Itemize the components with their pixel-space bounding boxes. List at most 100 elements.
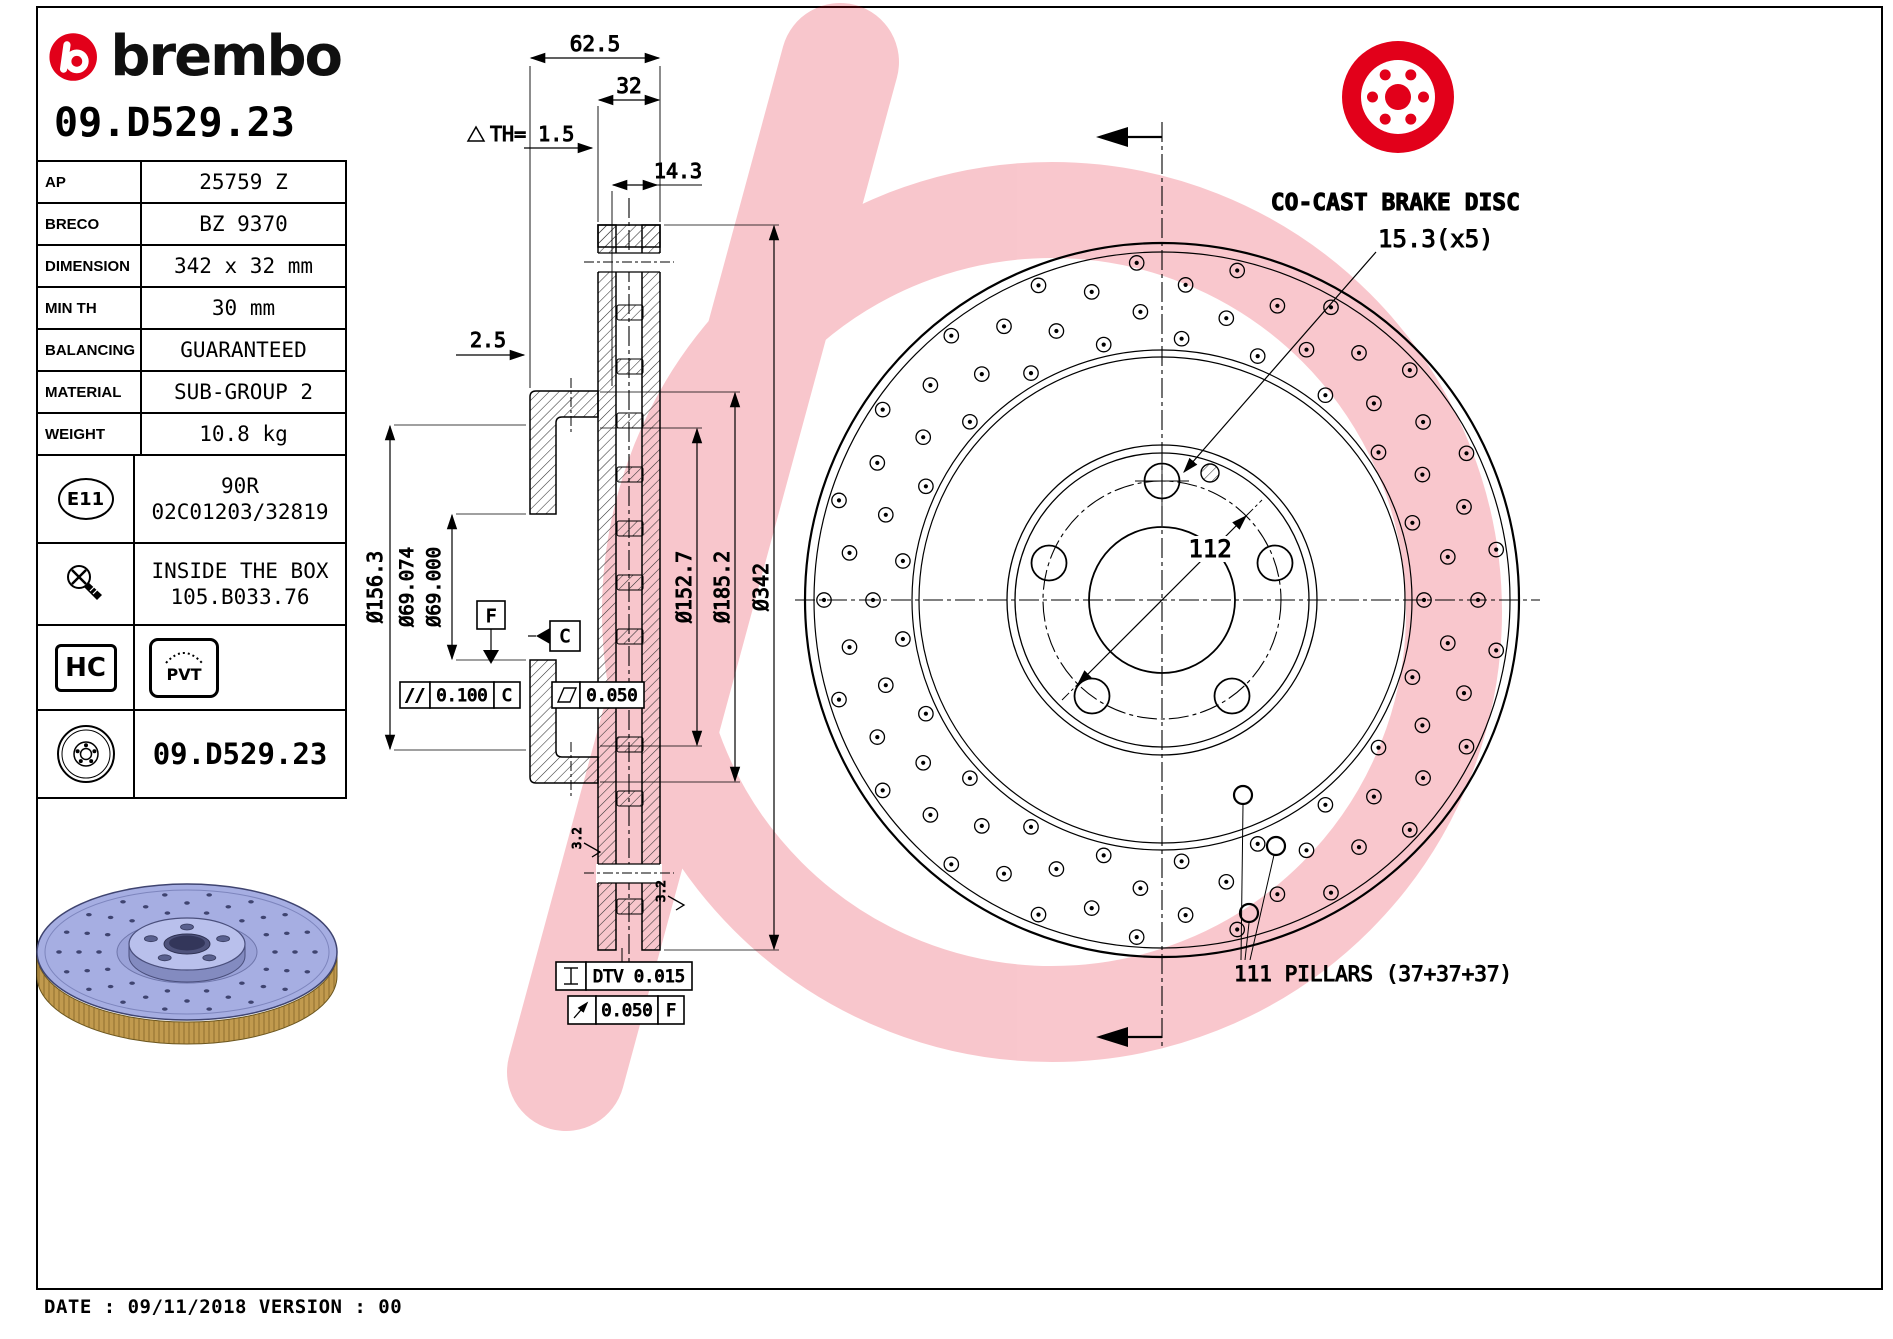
drill-hole-center <box>1134 260 1139 265</box>
drill-hole <box>831 492 847 509</box>
spec-label: MIN TH <box>38 288 142 328</box>
spec-value: 10.8 kg <box>199 422 288 446</box>
disc-drill-dot <box>84 969 90 973</box>
surface-finish-mark: 3.2 <box>570 827 602 858</box>
dim-disc-width: 32 <box>616 74 641 98</box>
drill-hole <box>874 401 891 418</box>
drill-hole-center <box>1028 371 1034 376</box>
drill-hole-center <box>1304 347 1309 352</box>
disc-drill-dot <box>86 913 92 917</box>
dim-dia-bore-min: Ø69.000 <box>423 547 445 627</box>
drill-hole-center <box>1275 303 1280 308</box>
dim-dia-outer: Ø342 <box>749 563 773 611</box>
disc-drill-dot <box>104 967 111 971</box>
drill-hole-center <box>1371 401 1376 406</box>
footer-date: DATE : 09/11/2018 VERSION : 00 <box>44 1296 403 1318</box>
svg-text:3.2: 3.2 <box>654 880 668 902</box>
drill-hole-center <box>967 776 973 781</box>
pvt-dotted-arc-icon <box>165 652 203 664</box>
colored-disc-illustration <box>36 883 338 1045</box>
datum-triangle-f <box>483 650 499 664</box>
drill-hole-center <box>1407 827 1412 833</box>
drill-hole <box>1458 738 1475 755</box>
drill-hole <box>1439 549 1456 565</box>
spec-label: WEIGHT <box>38 414 142 454</box>
disc-drill-dots <box>56 893 318 1011</box>
disc-drill-dot <box>56 950 62 954</box>
drill-hole-center <box>1134 935 1139 940</box>
drill-hole <box>1317 796 1334 813</box>
drill-hole <box>943 327 960 344</box>
drill-hole <box>1249 836 1266 852</box>
bolt-hole <box>1030 544 1068 582</box>
datum-f-label: F <box>486 606 497 627</box>
disc-drill-dot <box>284 931 290 935</box>
drill-hole-center <box>1179 336 1184 341</box>
spec-value: 342 x 32 mm <box>173 254 314 278</box>
drill-hole <box>1030 277 1047 294</box>
drill-hole-center <box>847 645 852 650</box>
drill-hole-center <box>1304 848 1309 853</box>
drill-hole <box>915 429 932 446</box>
drill-hole <box>841 639 858 655</box>
spec-label: DIMENSION <box>38 246 142 286</box>
disc-drill-dot <box>282 913 288 917</box>
alignment-pin-hole <box>1200 463 1220 483</box>
dim-dia-bore-max: Ø69.074 <box>396 547 418 627</box>
disc-drill-dot <box>206 893 212 897</box>
drill-hole <box>865 592 881 608</box>
drill-hole <box>1366 395 1382 412</box>
disc-drill-dot <box>272 950 278 954</box>
drill-hole-center <box>949 333 954 338</box>
drill-hole-center <box>1036 912 1041 917</box>
drill-hole <box>877 677 894 694</box>
drill-hole-center <box>1445 554 1450 560</box>
dim-pcd: 112 <box>1188 535 1231 563</box>
disc-drill-dot <box>142 995 149 999</box>
drill-hole-center <box>1323 802 1328 807</box>
drill-hole <box>1416 592 1432 608</box>
pvt-badge: PVT <box>149 637 219 698</box>
disc-drill-dot <box>260 984 267 989</box>
drill-hole <box>1401 362 1418 378</box>
drill-hole-center <box>1138 309 1143 314</box>
drill-hole <box>1229 921 1246 938</box>
drill-hole <box>1456 499 1472 515</box>
drill-hole <box>895 553 911 569</box>
disc-bolt-hole <box>202 954 217 962</box>
drill-hole <box>996 865 1012 882</box>
cross-section-view: 62.5 32 TH= 1.5 14.3 2.5 Ø156.3 <box>363 32 780 1025</box>
drill-hole <box>895 631 911 647</box>
pillars-note: 111 PILLARS (37+37+37) <box>1234 962 1512 986</box>
drill-hole-center <box>900 558 906 564</box>
drill-hole <box>922 377 939 393</box>
drill-hole-center <box>900 636 906 642</box>
drill-hole-center <box>1376 450 1381 455</box>
drill-hole-center <box>870 597 876 603</box>
drill-hole-center <box>880 788 885 793</box>
drill-hole <box>1415 770 1431 786</box>
drill-hole <box>1249 348 1266 364</box>
disc-drill-dot <box>96 950 102 954</box>
drill-hole-center <box>821 597 827 603</box>
drill-hole-center <box>1328 890 1334 895</box>
disc-bolt-hole <box>180 923 194 931</box>
disc-drill-dot <box>120 900 126 904</box>
dim-bolt-holes: 15.3(x5) <box>1378 225 1494 253</box>
drill-hole-center <box>1421 597 1427 603</box>
co-cast-icon <box>1342 41 1454 153</box>
drill-hole-center <box>928 383 933 388</box>
homologation-line1: 90R <box>221 473 259 498</box>
bolt-hole <box>1256 544 1294 582</box>
drill-hole <box>1269 886 1286 903</box>
disc-drill-dot <box>292 950 298 954</box>
runout-datum: F <box>666 1001 676 1021</box>
spec-row-breco: BRECO BZ 9370 <box>38 202 345 244</box>
drill-hole <box>1030 906 1047 923</box>
part-number-header: 09.D529.23 <box>54 100 295 146</box>
e11-badge: E11 <box>57 478 114 520</box>
dim-dia-inner-vent: Ø152.7 <box>672 551 696 623</box>
drill-hole-center <box>883 512 888 517</box>
disc-drill-dot <box>203 911 210 915</box>
drill-hole-center <box>1138 886 1143 891</box>
